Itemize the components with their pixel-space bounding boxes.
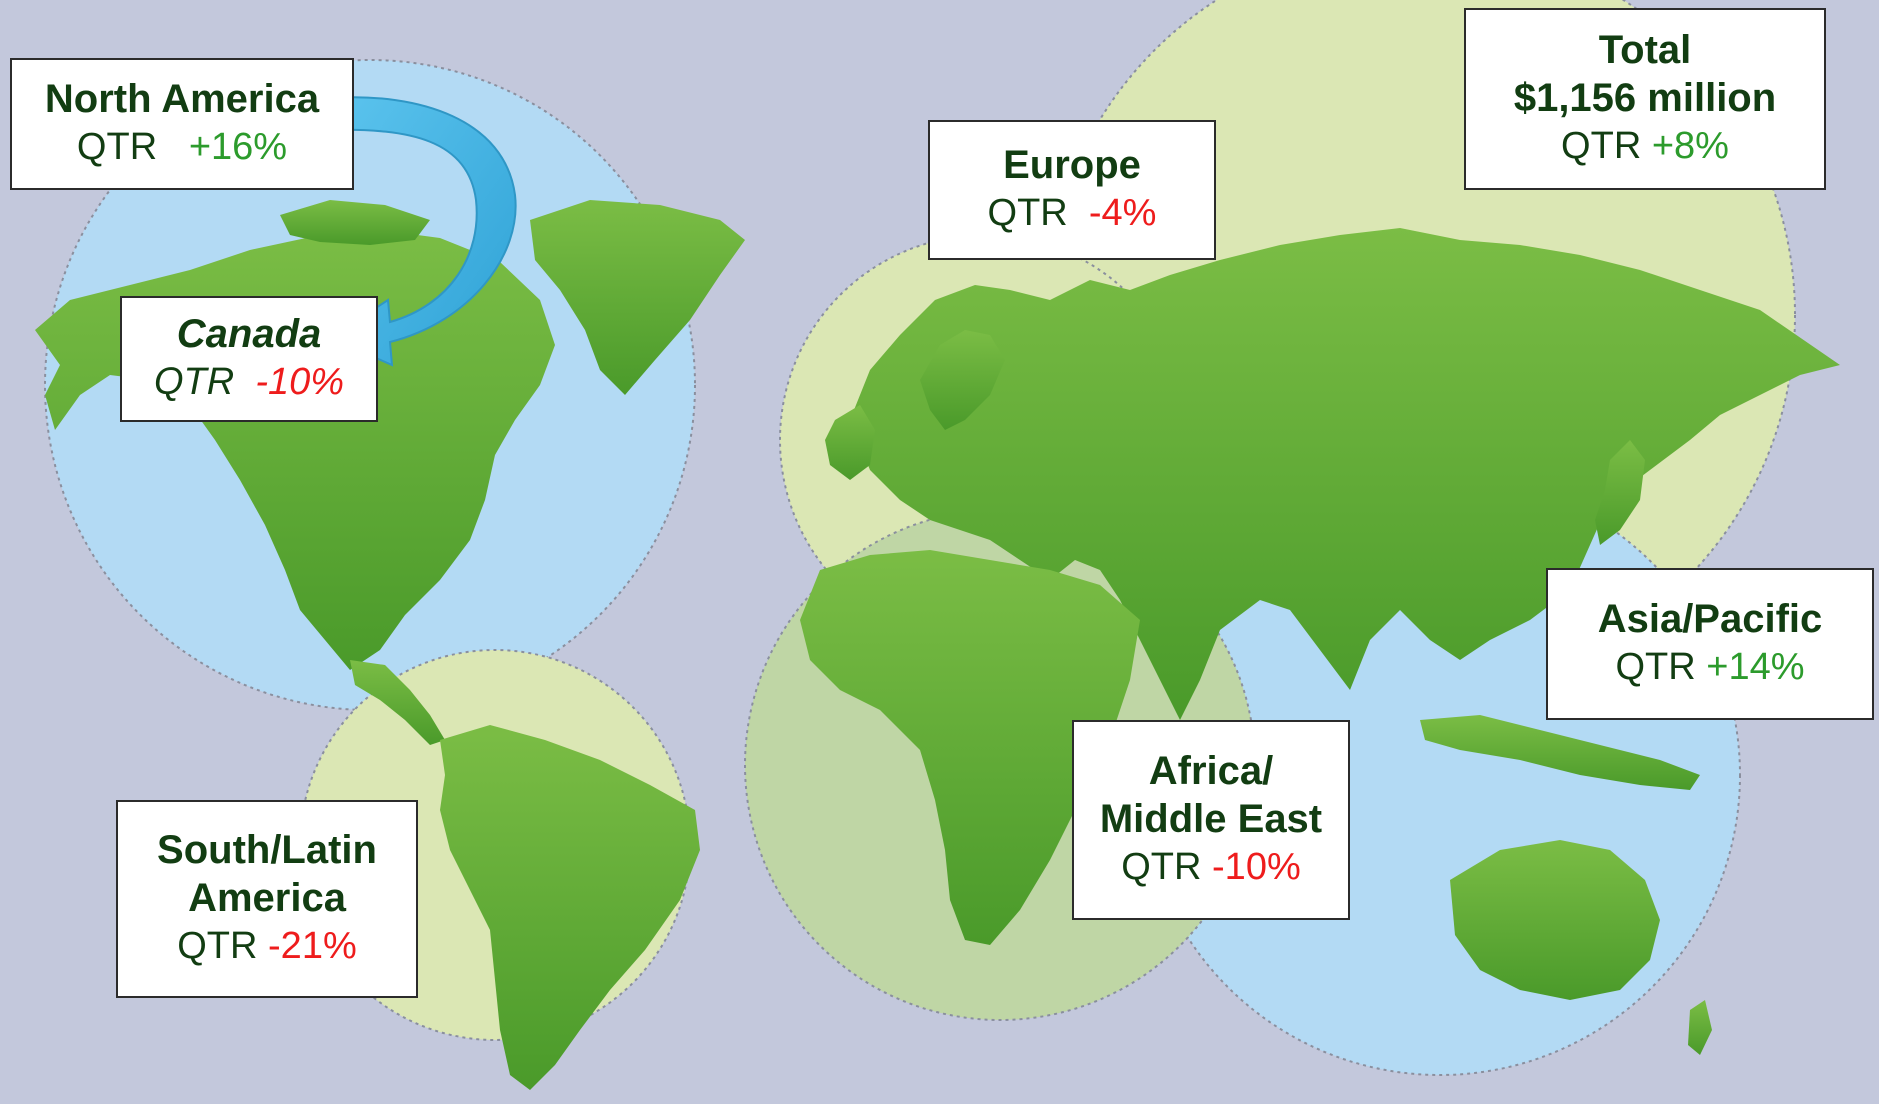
region-label-africa-middle-east: Africa/ Middle East QTR -10% (1072, 720, 1350, 920)
land-scandinavia (920, 330, 1005, 430)
qtr-label: QTR (153, 361, 235, 404)
qtr-label: QTR (1121, 846, 1202, 889)
qtr-label: QTR (1561, 125, 1642, 168)
qtr-value: -21% (268, 925, 357, 968)
region-name: Asia/Pacific (1597, 597, 1823, 642)
qtr-label: QTR (987, 192, 1068, 235)
qtr-value: +8% (1651, 125, 1729, 168)
land-indonesia (1420, 715, 1700, 790)
qtr-value: +16% (188, 126, 288, 169)
qtr-value: +14% (1706, 646, 1805, 689)
land-eurasia (850, 228, 1840, 720)
qtr-row: QTR -10% (154, 358, 344, 407)
land-south-america (440, 725, 700, 1090)
qtr-row: QTR +14% (1615, 643, 1804, 692)
qtr-row: QTR -4% (988, 189, 1157, 238)
region-name: North America (44, 77, 320, 122)
land-central-america (350, 660, 445, 745)
qtr-label: QTR (76, 126, 158, 169)
region-label-total: Total $1,156 million QTR +8% (1464, 8, 1826, 190)
region-name-line2: America (188, 876, 346, 921)
region-name: Europe (1003, 143, 1141, 188)
qtr-value: -10% (1212, 846, 1301, 889)
qtr-row: QTR -10% (1121, 843, 1301, 892)
region-name-line2: Middle East (1099, 797, 1323, 842)
land-africa (800, 550, 1140, 945)
qtr-label: QTR (1615, 646, 1696, 689)
qtr-row: QTR +16% (77, 123, 287, 172)
qtr-value: -10% (255, 361, 345, 404)
region-name: Canada (176, 312, 322, 357)
region-name-line1: Africa/ (1148, 749, 1274, 794)
qtr-row: QTR +8% (1561, 122, 1729, 171)
region-label-europe: Europe QTR -4% (928, 120, 1216, 260)
land-british-isles (825, 405, 875, 480)
qtr-row: QTR -21% (177, 922, 357, 971)
qtr-value: -4% (1088, 192, 1157, 235)
region-label-south-latin-america: South/Latin America QTR -21% (116, 800, 418, 998)
curved-arrow-icon (327, 96, 517, 367)
region-label-asia-pacific: Asia/Pacific QTR +14% (1546, 568, 1874, 720)
region-name-line1: South/Latin (157, 828, 377, 873)
land-new-zealand (1688, 1000, 1712, 1055)
land-australia (1450, 840, 1660, 1000)
land-greenland (530, 200, 745, 395)
region-label-canada: Canada QTR -10% (120, 296, 378, 422)
qtr-label: QTR (177, 925, 258, 968)
total-title: Total (1598, 28, 1692, 73)
continents (35, 200, 1840, 1090)
total-amount: $1,156 million (1513, 76, 1777, 121)
land-arctic-islands (280, 200, 430, 245)
region-label-north-america: North America QTR +16% (10, 58, 354, 190)
land-japan (1595, 440, 1645, 545)
